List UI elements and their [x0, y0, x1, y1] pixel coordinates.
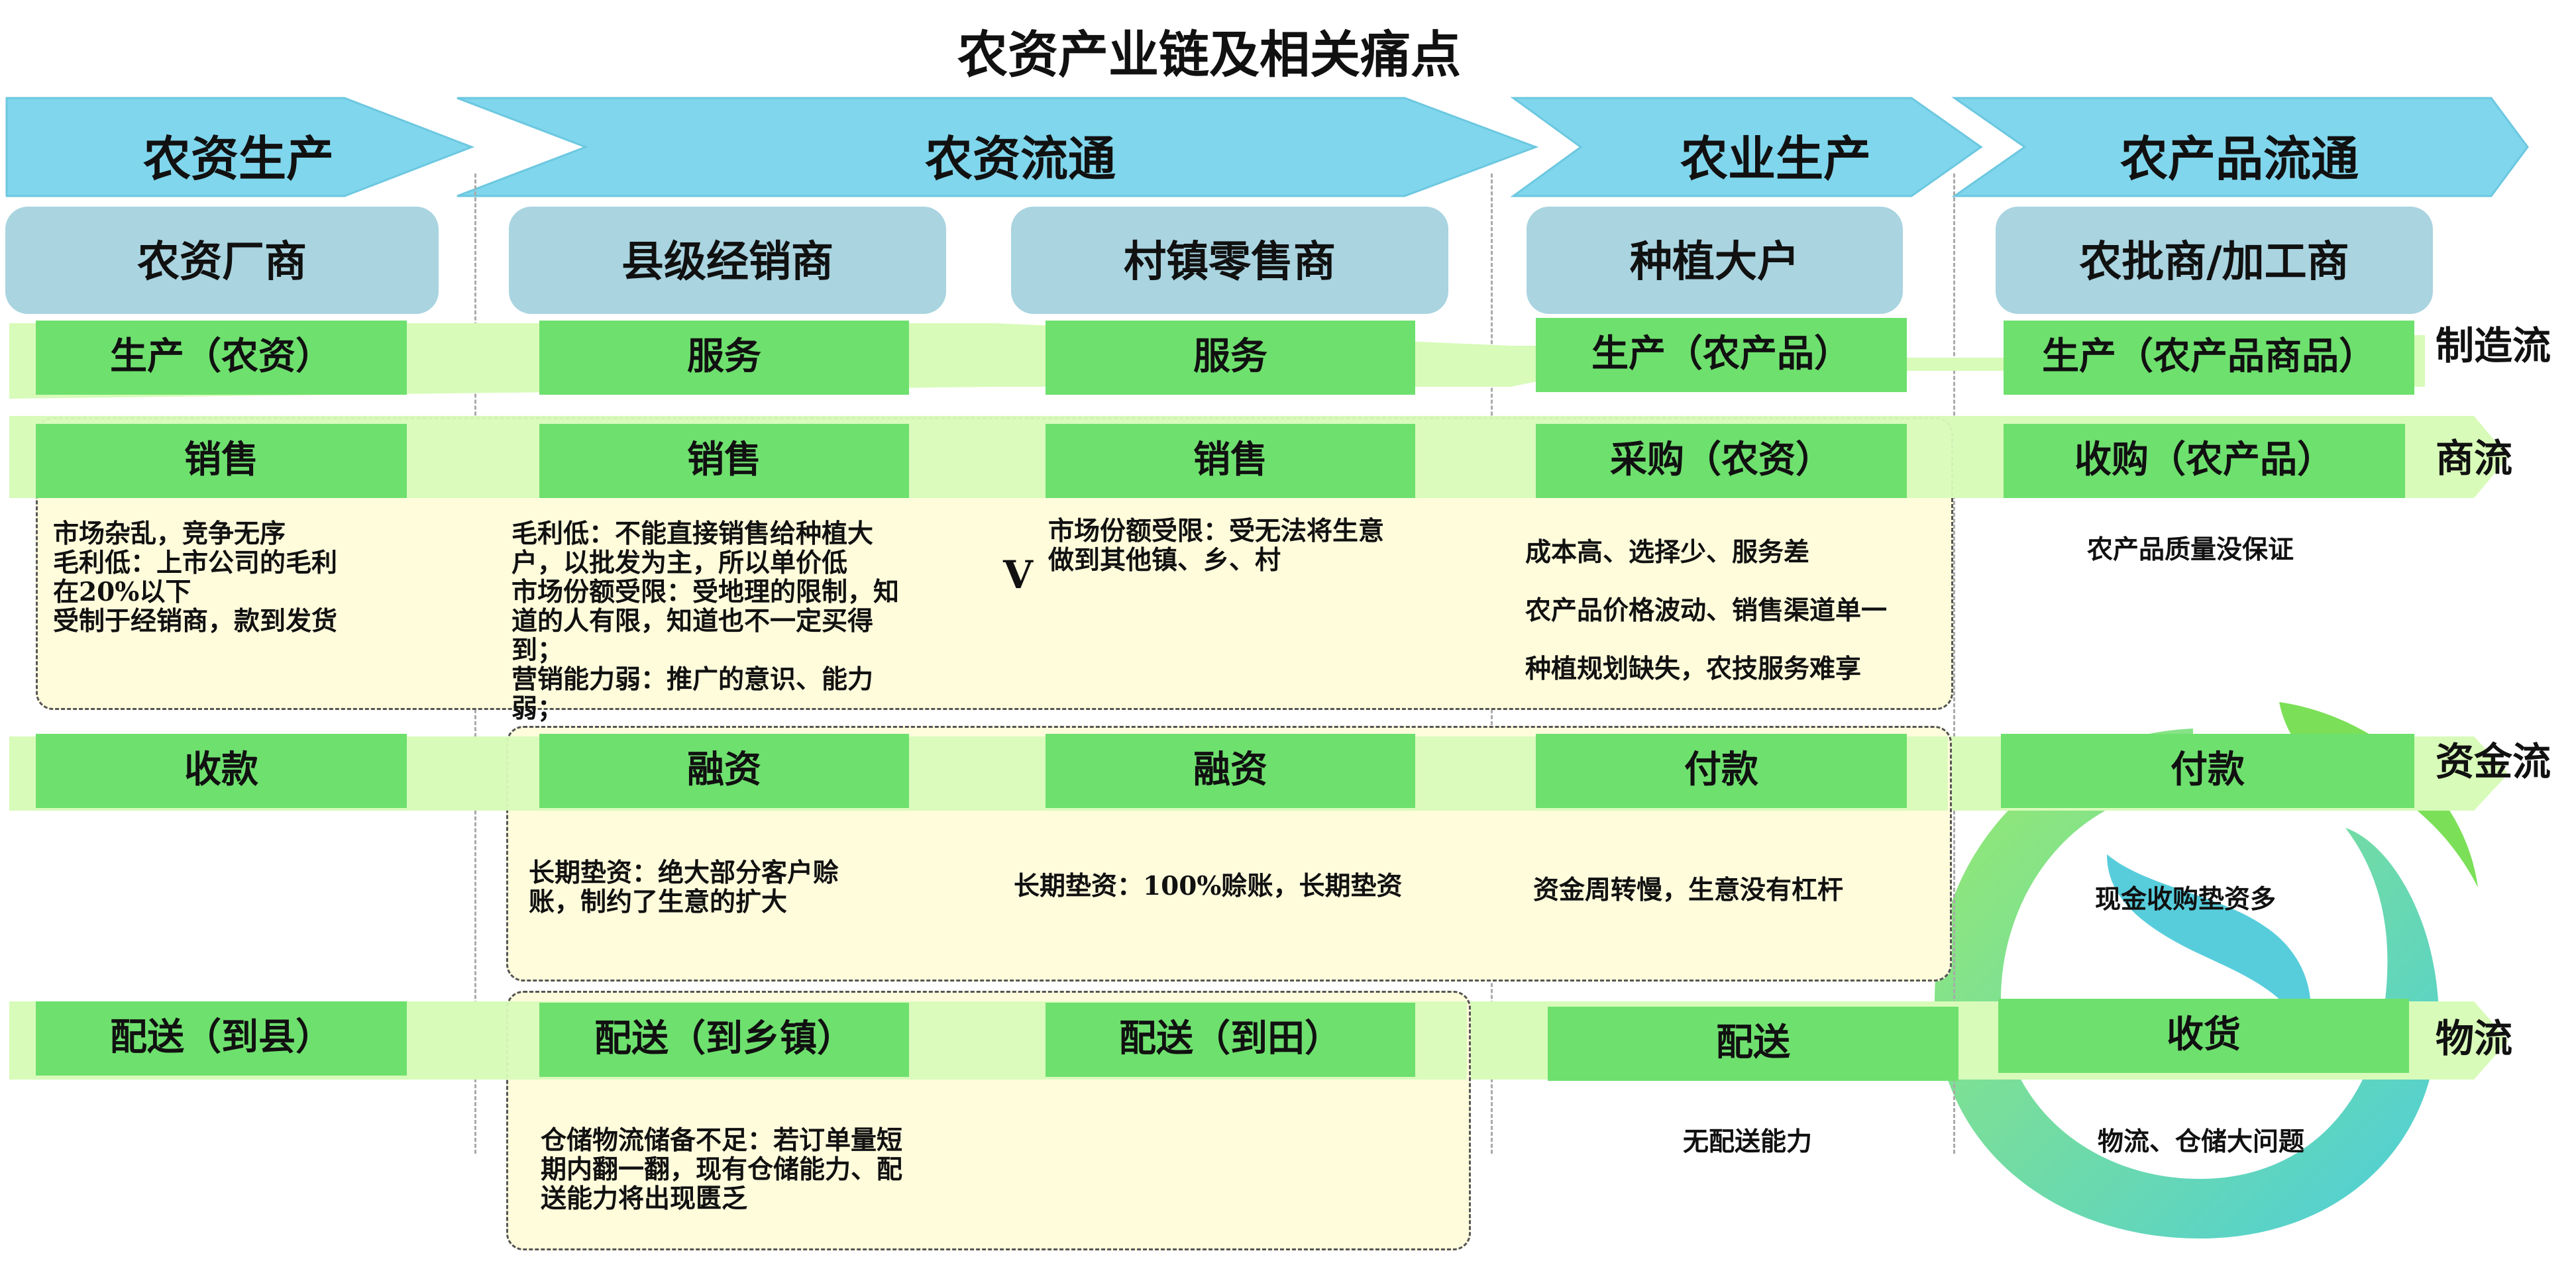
- note-funds-county: 长期垫资：绝大部分客户赊 账，制约了生意的扩大: [529, 858, 839, 917]
- note-logistics-county: 仓储物流储备不足：若订单量短 期内翻一翻，现有仓储能力、配 送能力将出现匮乏: [541, 1125, 903, 1214]
- cell-funds-wholesaler: 付款: [2001, 734, 2414, 808]
- note-commerce-village-mark: V: [1003, 552, 1034, 597]
- cell-logistics-manufacturer: 配送（到县）: [36, 1001, 407, 1076]
- cell-commerce-village: 销售: [1046, 424, 1415, 498]
- note-funds-grower: 资金周转慢，生意没有杠杆: [1533, 875, 1844, 905]
- flow-label-logistics: 物流: [2436, 1016, 2513, 1061]
- actor-village-retailer: 村镇零售商: [1011, 207, 1448, 314]
- diagram-title: 农资产业链及相关痛点: [957, 25, 1461, 84]
- cell-funds-grower: 付款: [1536, 734, 1907, 808]
- note-commerce-village: 市场份额受限：受无法将生意 做到其他镇、乡、村: [1048, 516, 1385, 576]
- note-logistics-grower: 无配送能力: [1683, 1127, 1813, 1157]
- cell-manufacturing-manufacturer: 生产（农资）: [36, 321, 407, 395]
- cell-funds-village: 融资: [1046, 734, 1415, 808]
- cell-manufacturing-grower: 生产（农产品）: [1536, 318, 1907, 392]
- flow-label-manufacturing: 制造流: [2436, 323, 2551, 368]
- cell-manufacturing-village: 服务: [1046, 321, 1415, 395]
- note-commerce-wholesaler: 农产品质量没保证: [2087, 534, 2294, 565]
- phase-arrow-3: [1510, 97, 1983, 197]
- cell-commerce-grower: 采购（农资）: [1536, 424, 1907, 498]
- actor-wholesaler: 农批商/加工商: [1996, 207, 2433, 314]
- cell-logistics-village: 配送（到田）: [1046, 1003, 1415, 1077]
- cell-commerce-wholesaler: 收购（农产品）: [2004, 424, 2405, 498]
- actor-large-grower: 种植大户: [1527, 207, 1903, 314]
- actor-manufacturer: 农资厂商: [5, 207, 439, 314]
- cell-funds-county: 融资: [539, 734, 909, 808]
- cell-logistics-grower: 配送: [1548, 1007, 1959, 1081]
- note-logistics-wholesaler: 物流、仓储大问题: [2098, 1127, 2305, 1157]
- cell-manufacturing-county: 服务: [539, 321, 909, 395]
- phase-arrow-1: [5, 97, 475, 197]
- phase-label-4: 农产品流通: [2120, 130, 2359, 187]
- cell-manufacturing-wholesaler: 生产（农产品商品）: [2004, 321, 2414, 395]
- cell-commerce-county: 销售: [539, 424, 909, 498]
- phase-label-1: 农资生产: [142, 130, 334, 187]
- note-commerce-grower: 成本高、选择少、服务差 农产品价格波动、销售渠道单一 种植规划缺失，农技服务难享: [1525, 537, 1888, 684]
- column-separator: [1953, 174, 1955, 1154]
- note-commerce-county: 毛利低：不能直接销售给种植大 户，以批发为主，所以单价低 市场份额受限：受地理的…: [511, 519, 900, 724]
- flow-label-funds: 资金流: [2436, 739, 2551, 784]
- phase-arrows: [5, 97, 2529, 197]
- phase-label-3: 农业生产: [1680, 130, 1871, 187]
- actor-county-dealer: 县级经销商: [509, 207, 946, 314]
- note-commerce-manufacturer: 市场杂乱，竞争无序 毛利低：上市公司的毛利 在20%以下 受制于经销商，款到发货: [53, 519, 338, 636]
- phase-arrow-4: [1951, 97, 2529, 197]
- phase-label-2: 农资流通: [924, 130, 1116, 187]
- cell-logistics-county: 配送（到乡镇）: [539, 1003, 909, 1077]
- phase-arrow-2: [456, 97, 1539, 197]
- cell-commerce-manufacturer: 销售: [36, 424, 407, 498]
- note-funds-village: 长期垫资：100%赊账，长期垫资: [1014, 871, 1403, 901]
- cell-funds-manufacturer: 收款: [36, 734, 407, 808]
- flow-label-commerce: 商流: [2436, 436, 2513, 481]
- band-arrow-tips: [2451, 416, 2508, 1080]
- note-funds-wholesaler: 现金收购垫资多: [2095, 884, 2277, 915]
- cell-logistics-wholesaler: 收货: [1998, 999, 2409, 1073]
